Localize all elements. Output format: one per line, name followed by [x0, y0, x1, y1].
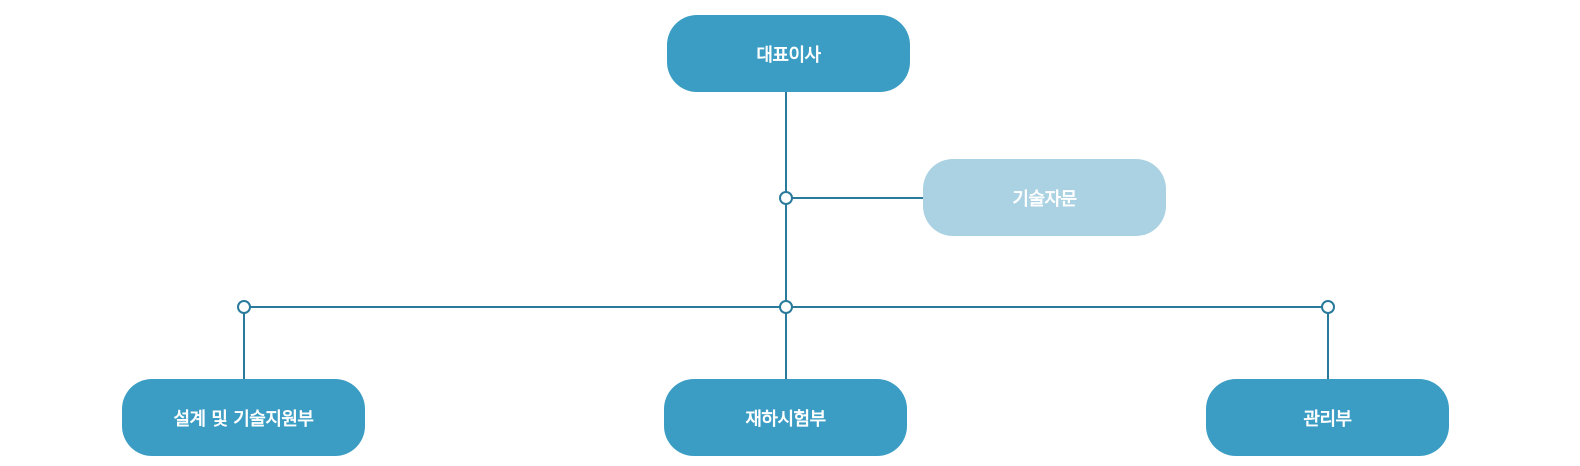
node-design-support: 설계 및 기술지원부: [122, 379, 365, 456]
node-advisory: 기술자문: [923, 159, 1166, 236]
node-load-test: 재하시험부: [664, 379, 907, 456]
node-ceo-label: 대표이사: [756, 44, 821, 66]
node-ceo: 대표이사: [667, 15, 910, 92]
junction-dot-admin: [1321, 300, 1335, 314]
node-admin: 관리부: [1206, 379, 1449, 456]
node-admin-label: 관리부: [1303, 408, 1352, 430]
node-design-support-label: 설계 및 기술지원부: [173, 408, 314, 430]
junction-dot-center: [779, 300, 793, 314]
node-advisory-label: 기술자문: [1012, 188, 1077, 210]
junction-dot-advisory: [779, 191, 793, 205]
node-load-test-label: 재하시험부: [745, 408, 826, 430]
junction-dot-design: [237, 300, 251, 314]
